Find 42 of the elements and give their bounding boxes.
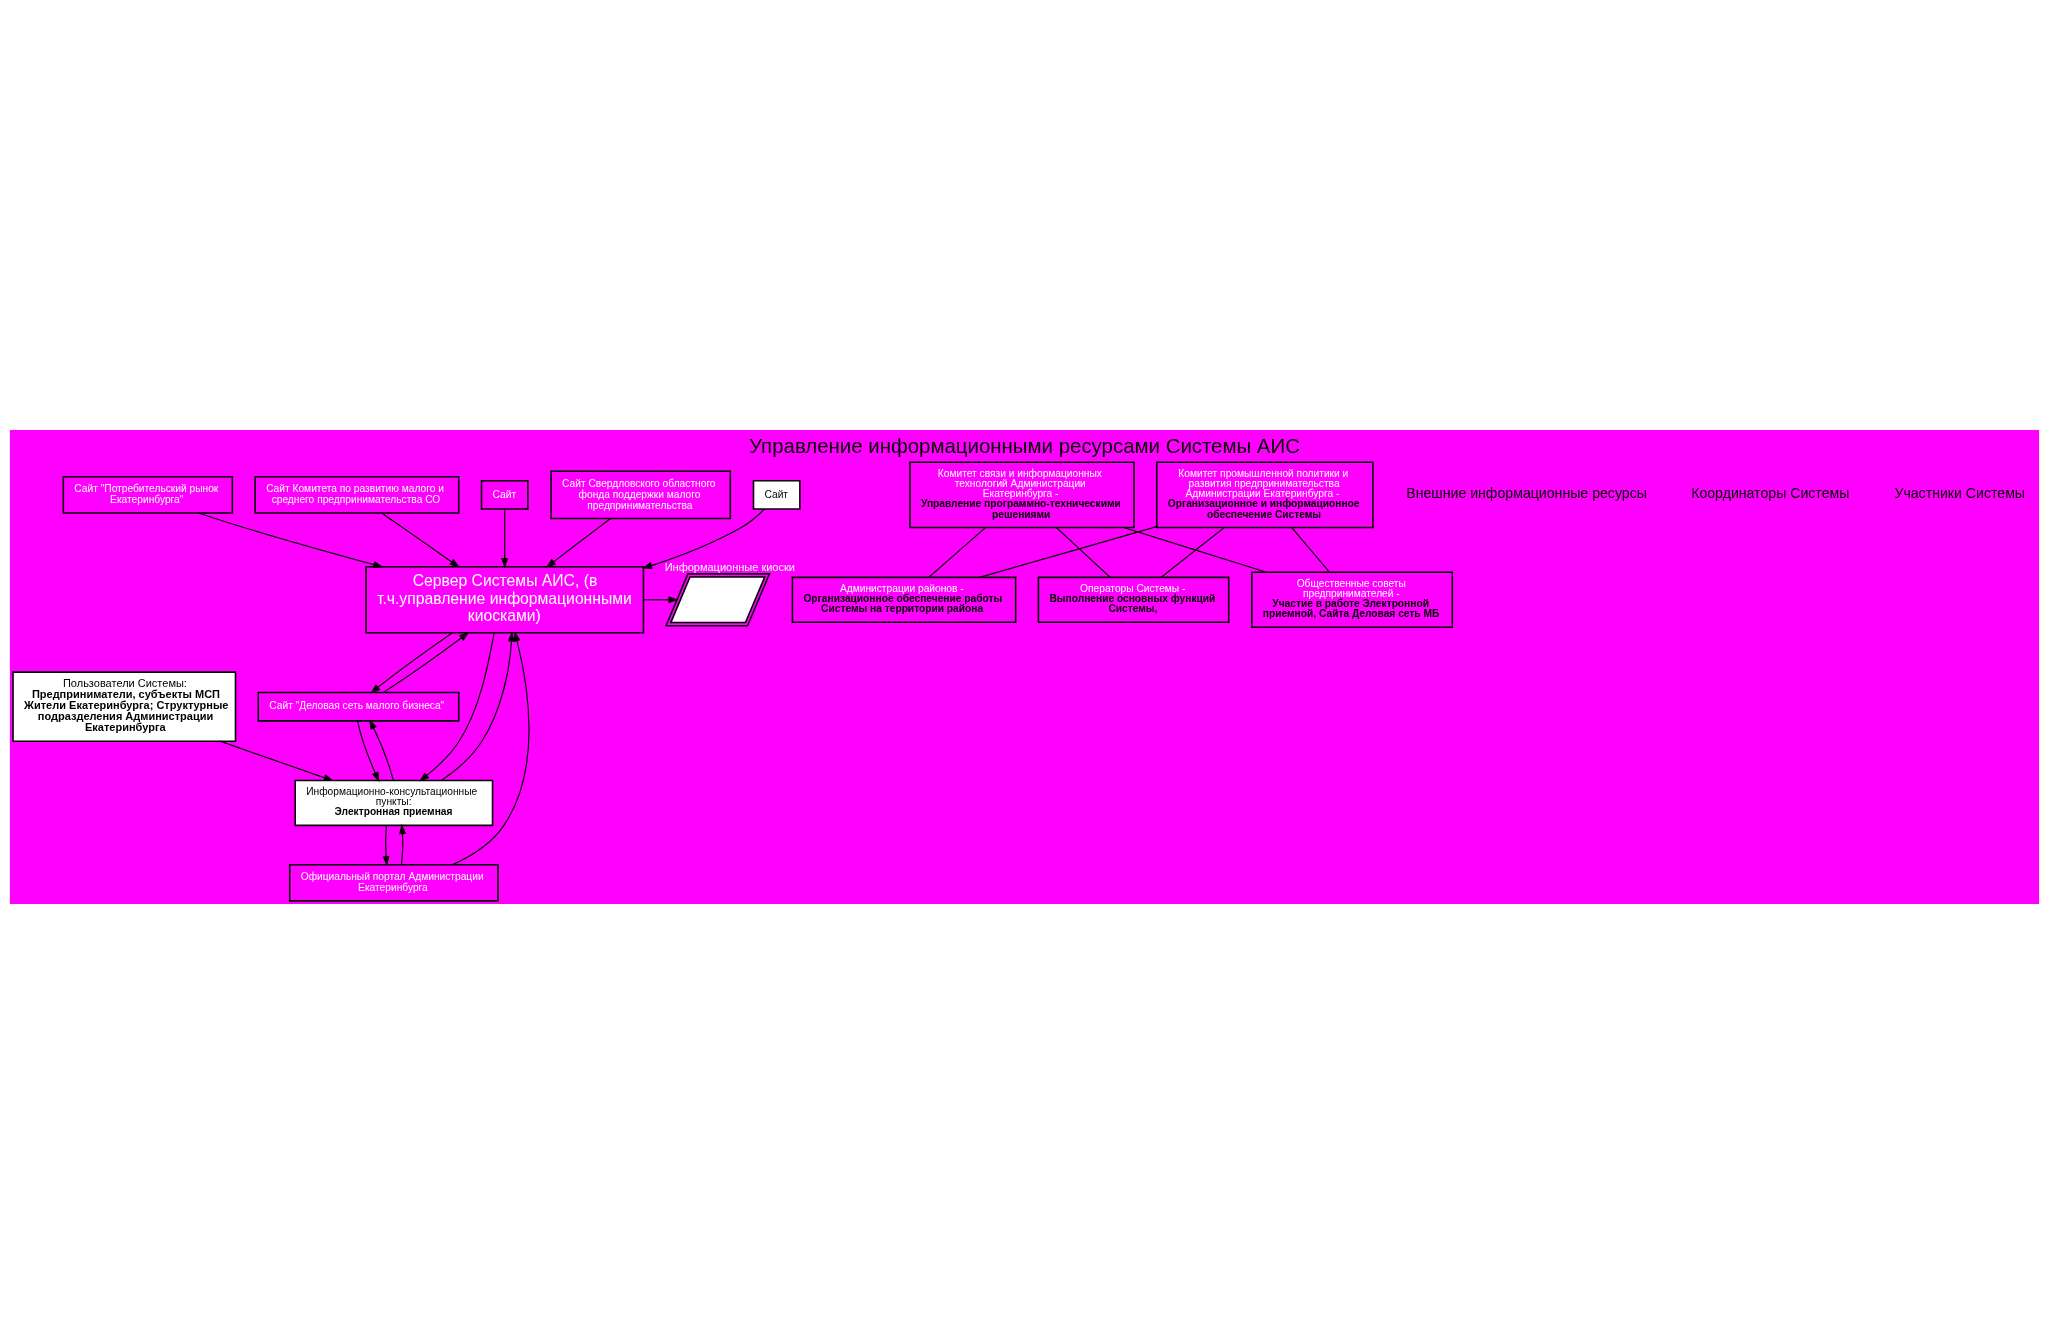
arrow [500,508,508,569]
arrow [369,632,453,694]
node-box: Общественные советы предпринимателей - Участие в работе Электронной приемной, Сайта Деловая сеть МБ [1250,571,1453,629]
node-box: Информационно-консультационные пункты: Электронная приемная [293,779,493,827]
label: Внешние информационные ресурсы [1405,485,1647,502]
arrow [197,512,384,568]
node-box: Сайт "Потребительский рынок Екатеринбурга" [62,476,233,514]
node-box: Комитет связи и информационных технологий Администрации Екатеринбурга - Управление программно-техническими решениями [908,461,1135,529]
node-label: Информационные киоски [664,560,795,573]
arrow [398,823,406,866]
arrow [380,512,460,568]
node-box: Сервер Системы АИС, (в т.ч.управление информационными киосками) [364,566,644,634]
arrow [545,518,611,568]
arrow [382,631,469,694]
arrow [219,740,334,782]
node-box: Сайт Комитета по развитию малого и среднего предпринимательства СО [253,476,459,514]
arrow [451,631,530,866]
arrow [641,508,765,569]
arrow [368,719,394,782]
connector [1290,526,1330,573]
arrow [382,825,390,867]
arrow [356,720,379,783]
diagram-title: Управление информационными ресурсами Системы АИС [748,434,1300,457]
node-box: Сайт "Деловая сеть малого бизнеса" [257,691,459,722]
connector [1160,526,1225,578]
connector [978,526,1157,578]
connector [1122,526,1267,573]
label: Координаторы Системы [1690,485,1849,502]
node-box: Сайт [752,479,801,510]
connector [927,526,986,578]
node-box: Сайт [480,479,529,510]
connector [1055,526,1111,578]
node-box: Администрации районов - Организационное обеспечение работы Системы на территории района [791,576,1016,623]
node-box: Операторы Системы - Выполнение основных функций Системы, [1037,576,1229,623]
label: Участники Системы [1893,485,2025,502]
node-box: Официальный портал Администрации Екатеринбурга [288,863,499,902]
arrow [418,632,495,782]
arrow [440,631,515,782]
node-box: Пользователи Системы: Предприниматели, субъекты МСП Жители Екатеринбурга; Структурные подразделения Администрации Екатеринбурга [11,671,236,743]
node-box: Сайт Свердловского областного фонда поддержки малого предпринимательства [549,470,731,520]
arrow [642,596,679,604]
node-box: Комитет промышленной политики и развития предпринимательства Администрации Екатеринбурга - Организационное и информационное обеспечение Системы [1155,461,1374,529]
